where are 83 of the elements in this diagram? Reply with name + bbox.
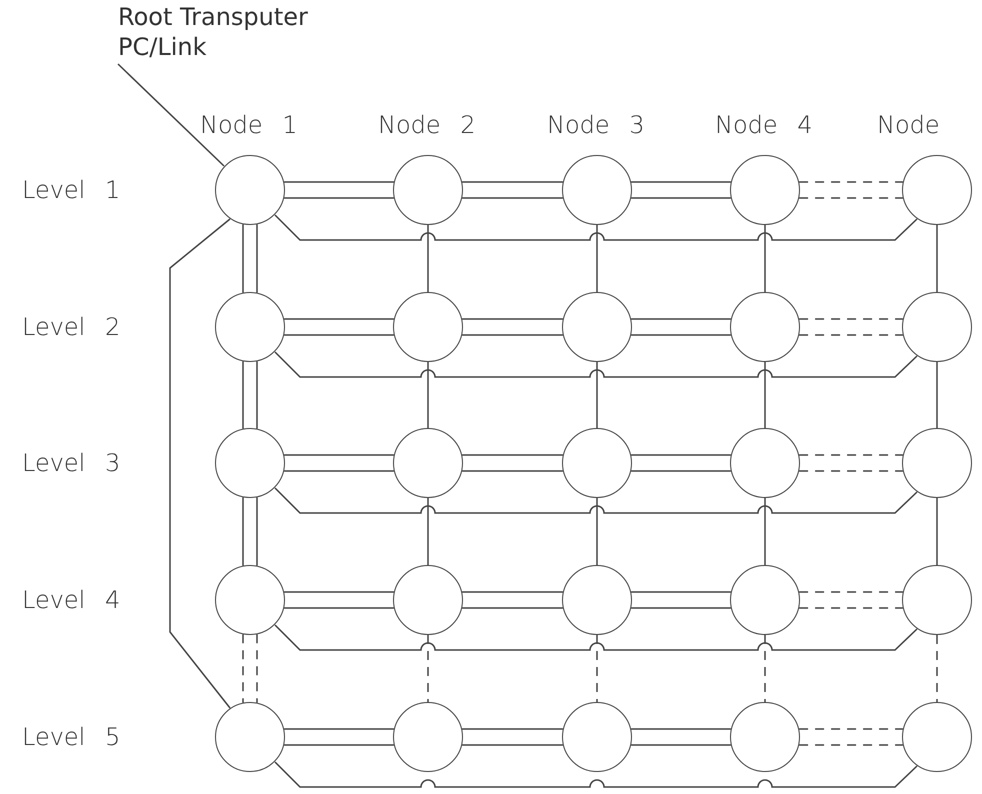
node-circle — [902, 292, 972, 362]
column-label: Node 4 — [715, 110, 813, 140]
connector-line — [596, 362, 598, 428]
connector-line — [427, 498, 429, 565]
double-link-line — [630, 181, 732, 199]
ring-link-line — [274, 761, 918, 788]
node-circle — [730, 428, 800, 498]
ring-link-line — [274, 487, 918, 514]
connector-line — [936, 498, 938, 565]
double-link-line — [283, 181, 395, 199]
column-label: Node 1 — [200, 110, 298, 140]
node-circle — [393, 292, 463, 362]
node-circle — [215, 155, 285, 225]
callout-text: Root Transputer PC/Link — [118, 2, 308, 62]
row-label: Level 3 — [22, 448, 120, 478]
node-circle — [393, 155, 463, 225]
double-link-line — [283, 591, 395, 609]
connector-line — [596, 225, 598, 292]
node-circle — [393, 565, 463, 635]
double-link-line — [798, 454, 904, 472]
node-circle — [215, 292, 285, 362]
row-label: Level 4 — [22, 585, 120, 615]
connector-line — [764, 635, 766, 702]
node-circle — [393, 702, 463, 772]
double-link-line — [630, 728, 732, 746]
double-link-line — [283, 728, 395, 746]
node-circle — [902, 428, 972, 498]
node-circle — [562, 702, 632, 772]
node-circle — [562, 428, 632, 498]
connector-line — [596, 635, 598, 702]
column-label: Node 2 — [378, 110, 476, 140]
node-circle — [215, 428, 285, 498]
node-circle — [562, 292, 632, 362]
double-link-line — [630, 318, 732, 336]
row-label: Level 5 — [22, 722, 120, 752]
double-link-line — [798, 318, 904, 336]
node-circle — [393, 428, 463, 498]
column-label: Node — [877, 110, 940, 140]
double-link-line — [630, 454, 732, 472]
connector-line — [936, 225, 938, 292]
node-circle — [902, 565, 972, 635]
double-link-line — [283, 318, 395, 336]
connector-line — [596, 498, 598, 565]
node-circle — [730, 565, 800, 635]
double-link-line — [798, 591, 904, 609]
connector-line — [936, 635, 938, 702]
double-link-line — [798, 181, 904, 199]
node-circle — [730, 292, 800, 362]
row-label: Level 1 — [22, 175, 120, 205]
double-link-line — [242, 634, 258, 704]
row-label: Level 2 — [22, 312, 120, 342]
double-link-line — [461, 318, 564, 336]
node-circle — [562, 155, 632, 225]
double-link-line — [283, 454, 395, 472]
double-link-line — [242, 496, 258, 566]
wrap-link-line — [169, 218, 231, 708]
double-link-line — [242, 224, 258, 294]
node-circle — [902, 155, 972, 225]
node-circle — [215, 702, 285, 772]
ring-link-line — [274, 624, 918, 651]
connector-line — [427, 362, 429, 428]
double-link-line — [461, 454, 564, 472]
column-label: Node 3 — [547, 110, 645, 140]
ring-link-line — [274, 214, 918, 241]
leader-line — [117, 63, 225, 167]
double-link-line — [630, 591, 732, 609]
node-circle — [562, 565, 632, 635]
node-circle — [730, 702, 800, 772]
ring-link-line — [274, 351, 918, 378]
connector-line — [427, 635, 429, 702]
connector-line — [936, 362, 938, 428]
connector-line — [427, 225, 429, 292]
connector-line — [764, 498, 766, 565]
connector-line — [764, 362, 766, 428]
node-circle — [215, 565, 285, 635]
double-link-line — [242, 360, 258, 430]
node-circle — [902, 702, 972, 772]
double-link-line — [461, 181, 564, 199]
node-circle — [730, 155, 800, 225]
double-link-line — [461, 728, 564, 746]
double-link-line — [461, 591, 564, 609]
connector-line — [764, 225, 766, 292]
double-link-line — [798, 728, 904, 746]
